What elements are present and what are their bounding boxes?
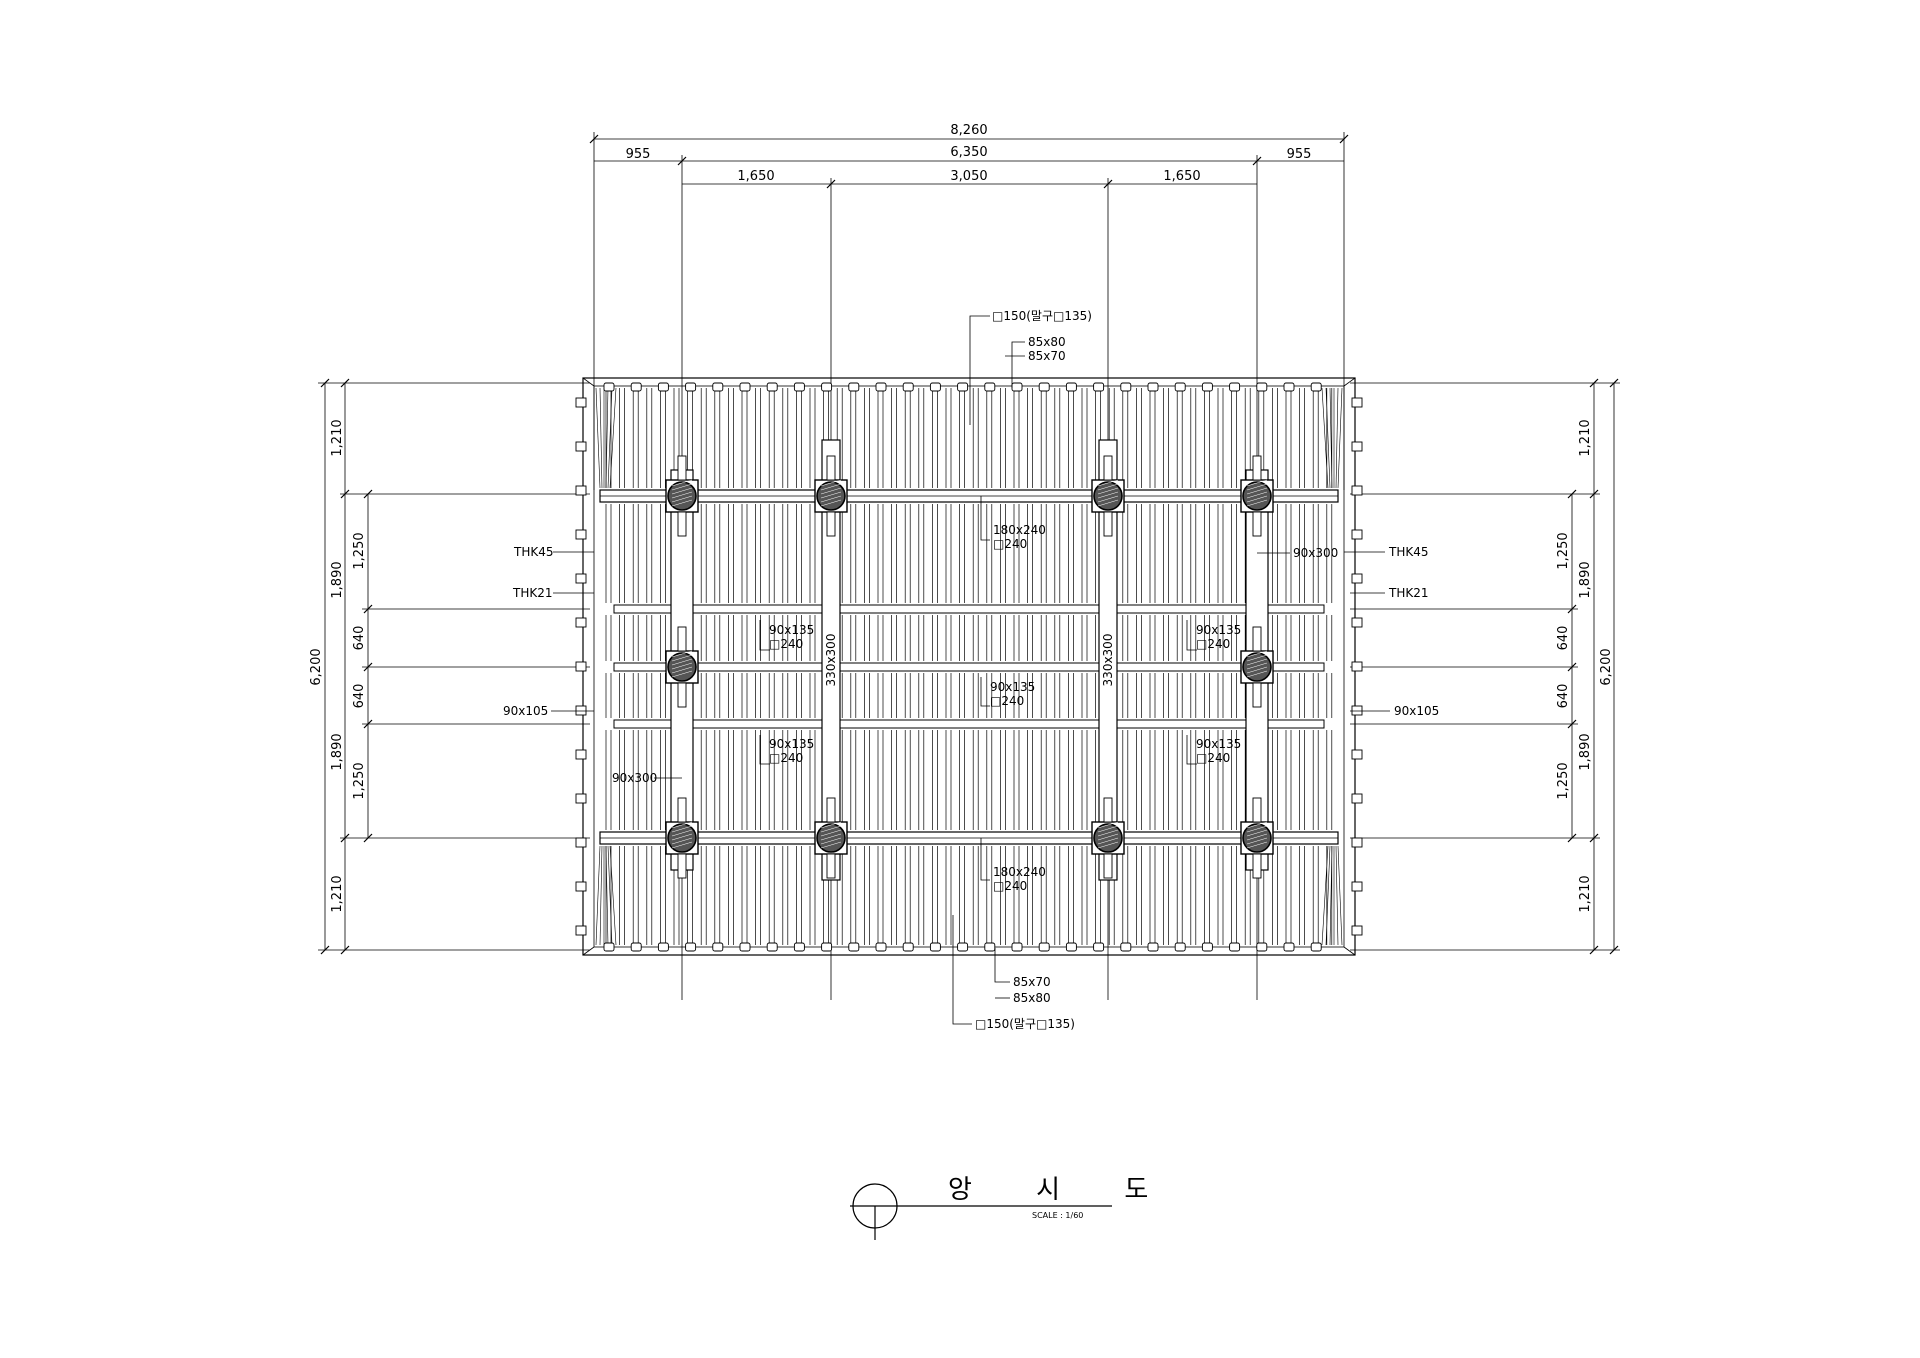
- label-girder-v2: 330x300: [1101, 634, 1115, 687]
- dim-right-inner-3: 640: [1556, 684, 1571, 709]
- post-cap: [814, 797, 848, 879]
- roof-plan: [575, 377, 1363, 956]
- post-cap: [1091, 797, 1125, 879]
- label-bottom-rafter-2: 85x80: [1013, 991, 1051, 1005]
- post-cap: [1091, 455, 1125, 537]
- dim-left-inner-3: 640: [352, 684, 367, 709]
- post-cap: [665, 455, 699, 537]
- label-joist-ll-sq: □240: [769, 751, 803, 765]
- dim-overall-depth-left: 6,200: [309, 648, 324, 685]
- label-joist-ul-sq: □240: [769, 637, 803, 651]
- label-girder-left: 90x300: [612, 771, 657, 785]
- label-joist-ul-size: 90x135: [769, 623, 814, 637]
- dim-right-outer-3: 1,890: [1578, 733, 1593, 770]
- label-purlin-right: 90x105: [1394, 704, 1439, 718]
- beam-bottom: [599, 831, 1339, 845]
- dim-right-inner-1: 1,250: [1556, 532, 1571, 569]
- dim-right-inner-2: 640: [1556, 626, 1571, 651]
- post-cap: [1240, 455, 1274, 537]
- post-cap: [665, 626, 699, 708]
- dim-bay-left: 1,650: [737, 169, 774, 184]
- label-top-post: □150(말구□135): [992, 309, 1092, 323]
- dim-left-inner-4: 1,250: [352, 762, 367, 799]
- label-top-rafter-1: 85x80: [1028, 335, 1066, 349]
- label-joist-c-size: 90x135: [990, 680, 1035, 694]
- side-dimensions: 6,200 1,210 1,890 1,890 1,210 1,250 640 …: [309, 378, 1620, 955]
- label-joist-lr-size: 90x135: [1196, 737, 1241, 751]
- purlins: [613, 604, 1325, 729]
- dim-left-outer-2: 1,890: [330, 561, 345, 598]
- leaders: [551, 315, 1390, 1025]
- dim-right-inner-4: 1,250: [1556, 762, 1571, 799]
- dim-overall-width: 8,260: [950, 123, 987, 138]
- label-top-rafter-2: 85x70: [1028, 349, 1066, 363]
- label-joist-lr-sq: □240: [1196, 751, 1230, 765]
- posts: [665, 455, 1274, 879]
- label-joist-ll-size: 90x135: [769, 737, 814, 751]
- post-cap: [1240, 797, 1274, 879]
- top-dimensions: 8,260 6,350 955 955 1,650 3,050 1,650: [589, 123, 1349, 1000]
- label-joist-ur-size: 90x135: [1196, 623, 1241, 637]
- label-girder-right: 90x300: [1293, 546, 1338, 560]
- post-cap: [814, 455, 848, 537]
- label-beam-bottom-size: 180x240: [993, 865, 1046, 879]
- post-cap: [665, 797, 699, 879]
- dim-right-outer-4: 1,210: [1578, 875, 1593, 912]
- label-beam-top-sq: □240: [993, 537, 1027, 551]
- dim-overall-depth-right: 6,200: [1599, 648, 1614, 685]
- dim-bay-right: 1,650: [1163, 169, 1200, 184]
- label-bottom-post: □150(말구□135): [975, 1017, 1075, 1031]
- drawing-title: 앙 시 도: [948, 1175, 1176, 1205]
- post-cap: [1240, 626, 1274, 708]
- label-beam-bottom-sq: □240: [993, 879, 1027, 893]
- girder-mid-left: [821, 439, 841, 881]
- label-thk21-left: THK21: [512, 586, 553, 600]
- beam-top: [599, 489, 1339, 503]
- dim-left-outer-3: 1,890: [330, 733, 345, 770]
- labels: □150(말구□135) 85x80 85x70 85x70 85x80 □15…: [503, 309, 1439, 1031]
- dim-core-width: 6,350: [950, 145, 987, 160]
- drawing-scale: SCALE : 1/60: [1032, 1211, 1083, 1220]
- dim-right-outer-2: 1,890: [1578, 561, 1593, 598]
- label-beam-top-size: 180x240: [993, 523, 1046, 537]
- label-thk45-right: THK45: [1388, 545, 1429, 559]
- dim-right-overhang: 955: [1287, 147, 1312, 162]
- rafter-pattern: [595, 387, 1343, 946]
- dim-right-outer-1: 1,210: [1578, 419, 1593, 456]
- dim-left-outer-4: 1,210: [330, 875, 345, 912]
- dim-bay-center: 3,050: [950, 169, 987, 184]
- label-bottom-rafter-1: 85x70: [1013, 975, 1051, 989]
- rafter-ends: [575, 382, 1363, 952]
- girder-mid-right: [1098, 439, 1118, 881]
- dim-left-inner-1: 1,250: [352, 532, 367, 569]
- dim-left-outer-1: 1,210: [330, 419, 345, 456]
- dim-left-overhang: 955: [626, 147, 651, 162]
- label-thk45-left: THK45: [513, 545, 554, 559]
- label-purlin-left: 90x105: [503, 704, 548, 718]
- title-block: 앙 시 도 SCALE : 1/60: [850, 1175, 1176, 1240]
- label-joist-ur-sq: □240: [1196, 637, 1230, 651]
- label-joist-c-sq: □240: [990, 694, 1024, 708]
- dim-left-inner-2: 640: [352, 626, 367, 651]
- label-thk21-right: THK21: [1388, 586, 1429, 600]
- label-girder-v1: 330x300: [824, 634, 838, 687]
